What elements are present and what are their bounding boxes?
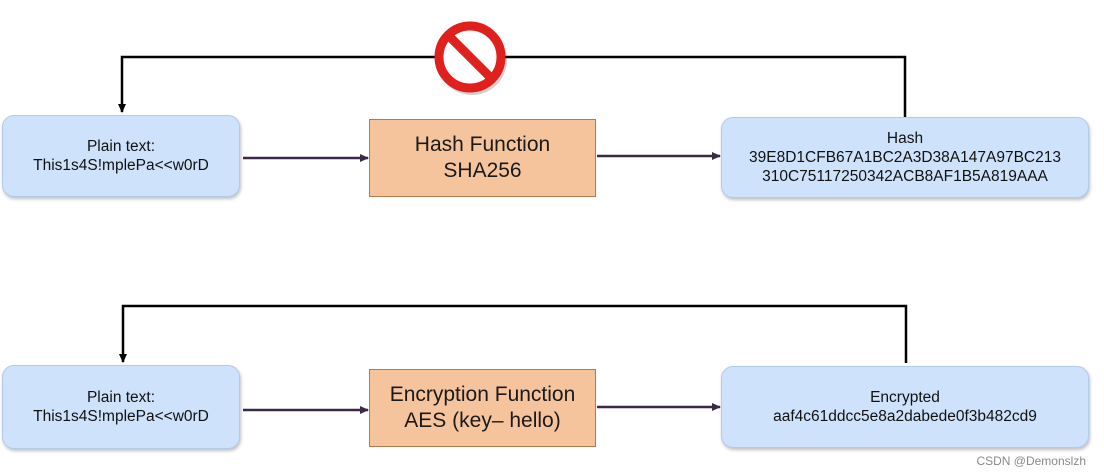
hash-return-path <box>118 55 907 117</box>
encryption-plaintext-node: Plain text: This1s4S!mplePa<<w0rD <box>2 365 240 449</box>
decryption-return-path <box>119 304 908 363</box>
hash-plaintext-value: This1s4S!mplePa<<w0rD <box>33 157 209 174</box>
encryption-plaintext-title: Plain text: <box>86 389 156 406</box>
hash-output-title: Hash <box>886 130 924 147</box>
hash-function-name: Hash Function <box>414 133 551 156</box>
forbidden-icon <box>434 21 507 95</box>
hash-plaintext-node: Plain text: This1s4S!mplePa<<w0rD <box>2 115 240 197</box>
encrypted-output-node: Encrypted aaf4c61ddcc5e8a2dabede0f3b482c… <box>721 366 1089 448</box>
encrypted-output-title: Encrypted <box>870 389 940 406</box>
hash-output-line1: 39E8D1CFB67A1BC2A3D38A147A97BC213 <box>749 149 1061 166</box>
hash-function-node: Hash Function SHA256 <box>369 119 596 197</box>
watermark: CSDN @Demonslzh <box>976 454 1086 468</box>
hash-plaintext-title: Plain text: <box>86 138 156 155</box>
encryption-plaintext-value: This1s4S!mplePa<<w0rD <box>33 408 209 425</box>
hash-output-node: Hash 39E8D1CFB67A1BC2A3D38A147A97BC213 3… <box>721 117 1089 198</box>
encryption-function-algo: AES (key– hello) <box>404 409 561 432</box>
encryption-function-name: Encryption Function <box>389 383 576 406</box>
hash-output-line2: 310C75117250342ACB8AF1B5A819AAA <box>762 168 1048 185</box>
encryption-function-node: Encryption Function AES (key– hello) <box>369 369 596 447</box>
hash-function-algo: SHA256 <box>443 159 522 182</box>
encrypted-output-value: aaf4c61ddcc5e8a2dabede0f3b482cd9 <box>773 408 1037 425</box>
